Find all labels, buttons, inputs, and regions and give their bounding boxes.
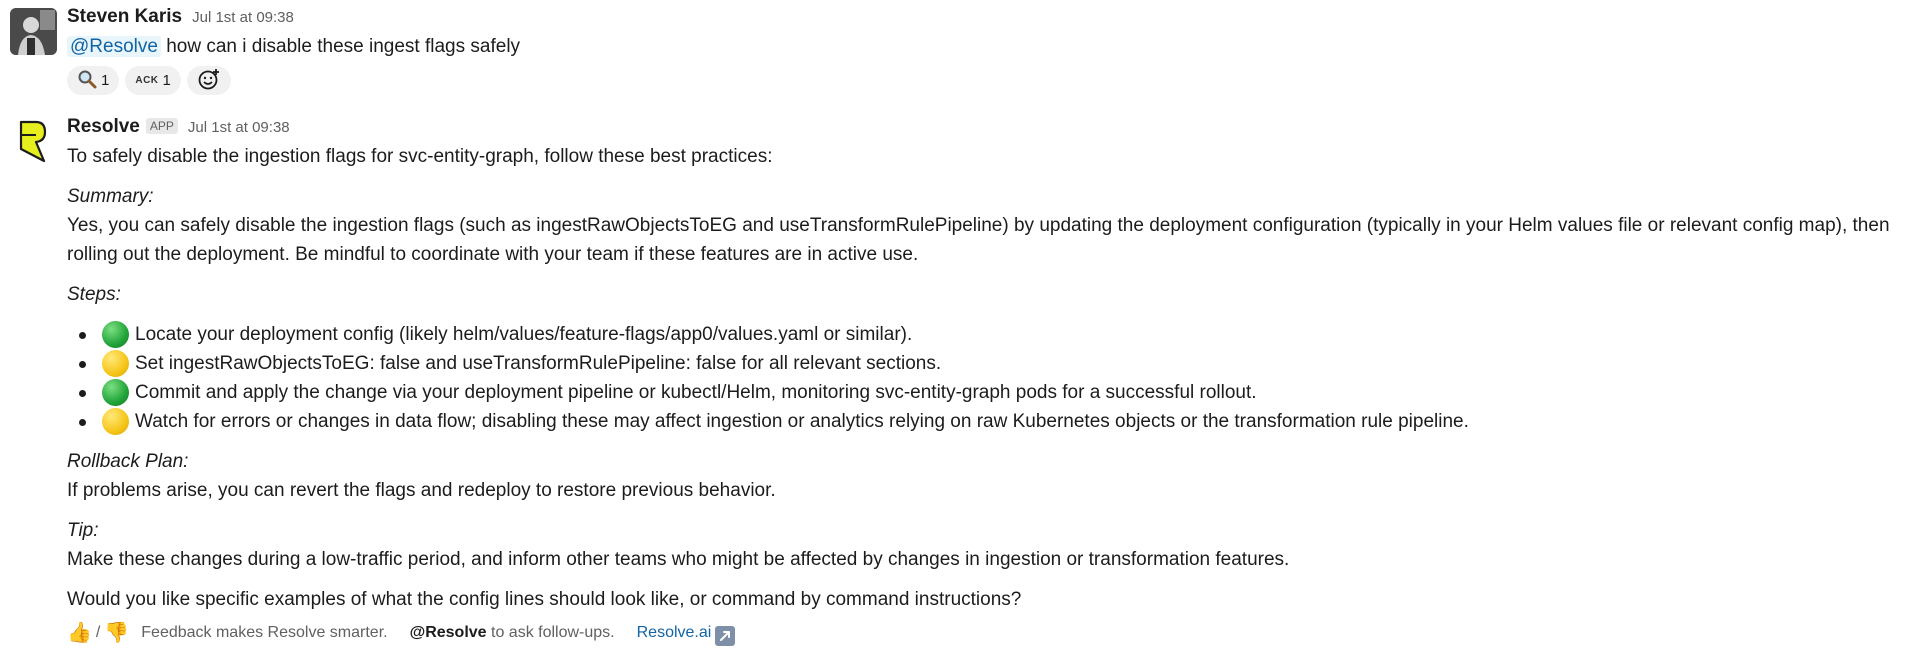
add-reaction-button[interactable] [186,66,231,95]
user-message-timestamp[interactable]: Jul 1st at 09:38 [192,9,294,26]
bullet [79,361,86,368]
green-circle-icon [102,379,129,406]
user-author-name[interactable]: Steven Karis [67,6,183,27]
rollback-label: Rollback Plan: [67,451,189,472]
thumbs-down-icon[interactable]: 👎 [104,622,130,644]
rollback-text: If problems arise, you can revert the fl… [67,480,776,501]
step-text: Commit and apply the change via your dep… [135,382,1257,403]
step-text: Set ingestRawObjectsToEG: false and useT… [135,353,942,374]
reaction-magnifier[interactable]: 1 [67,66,120,95]
thumbs-up-icon[interactable]: 👍 [67,622,92,644]
mention-resolve[interactable]: @Resolve [67,36,161,57]
bot-message-timestamp[interactable]: Jul 1st at 09:38 [187,119,290,136]
user-avatar[interactable] [10,8,57,55]
list-item: Watch for errors or changes in data flow… [67,407,1910,436]
user-message-text: @Resolve how can i disable these ingest … [67,32,1910,61]
reaction-ack[interactable]: ACK 1 [125,66,181,95]
reactions-bar: 1 ACK 1 [67,66,1910,95]
user-message: Steven Karis Jul 1st at 09:38 @Resolve h… [0,0,1920,108]
followup-hint: @Resolve to ask follow-ups. [410,624,615,642]
tip-text: Make these changes during a low-traffic … [67,549,1290,570]
reaction-count: 1 [162,72,171,89]
app-badge: APP [145,118,178,134]
list-item: Commit and apply the change via your dep… [67,378,1910,407]
closing-question: Would you like specific examples of what… [67,589,1022,610]
steps-list: Locate your deployment config (likely he… [67,320,1910,436]
bullet [79,332,86,339]
magnifier-icon [77,69,97,93]
yellow-circle-icon [102,350,129,377]
summary-label: Summary: [67,186,154,207]
user-message-body: how can i disable these ingest flags saf… [166,36,521,57]
list-item: Locate your deployment config (likely he… [67,320,1910,349]
reaction-count: 1 [101,72,110,89]
bot-author-name[interactable]: Resolve [67,116,140,137]
feedback-footer: 👍 / 👎 Feedback makes Resolve smarter. @R… [67,620,1910,646]
step-text: Locate your deployment config (likely he… [135,324,913,345]
followup-text: to ask follow-ups. [491,623,615,641]
followup-mention[interactable]: @Resolve [409,623,487,641]
green-circle-icon [102,321,129,348]
resolve-logo-icon[interactable] [18,119,48,165]
steps-label: Steps: [67,284,121,305]
step-text: Watch for errors or changes in data flow… [135,411,1469,432]
tip-label: Tip: [67,520,99,541]
yellow-circle-icon [102,408,129,435]
external-link-icon[interactable] [715,625,736,646]
bot-intro: To safely disable the ingestion flags fo… [67,146,773,167]
thumbs-separator: / [95,623,101,641]
feedback-text: Feedback makes Resolve smarter. [141,623,388,641]
summary-text: Yes, you can safely disable the ingestio… [67,215,1890,265]
resolve-ai-link[interactable]: Resolve.ai [636,623,712,641]
list-item: Set ingestRawObjectsToEG: false and useT… [67,349,1910,378]
add-emoji-icon [197,67,221,95]
bullet [79,419,86,426]
ack-icon: ACK [135,75,159,86]
bullet [79,390,86,397]
